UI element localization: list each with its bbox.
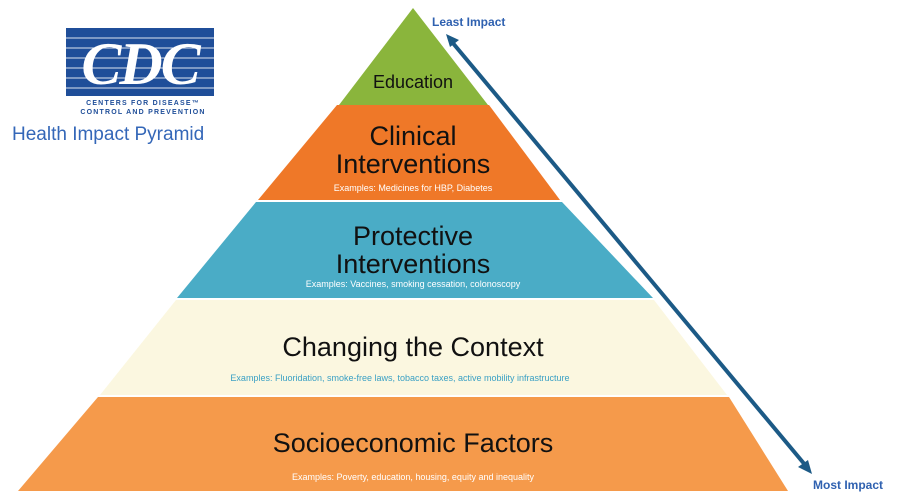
level-socioeconomic-title: Socioeconomic Factors	[272, 428, 554, 458]
level-protective-title: Protective Interventions	[335, 221, 491, 279]
impact-arrow-top-head	[446, 34, 459, 47]
level-protective-example: Examples: Vaccines, smoking cessation, c…	[305, 279, 521, 289]
logo-line-2: CONTROL AND PREVENTION	[80, 109, 206, 116]
level-socioeconomic-example: Examples: Poverty, education, housing, e…	[292, 472, 534, 482]
level-protective-band	[177, 202, 653, 298]
level-context-example: Examples: Fluoridation, smoke-free laws,…	[230, 373, 570, 383]
level-context-band	[100, 300, 727, 395]
most-impact-label: Most Impact	[813, 478, 884, 492]
least-impact-label: Least Impact	[432, 15, 506, 29]
logo-line-1: CENTERS FOR DISEASE™	[86, 100, 200, 107]
level-clinical-band	[258, 105, 560, 200]
level-socioeconomic-band	[18, 397, 788, 491]
svg-text:CDC: CDC	[81, 31, 201, 96]
level-clinical-title: Clinical Interventions	[335, 121, 491, 179]
diagram-subtitle: Health Impact Pyramid	[12, 124, 205, 145]
cdc-logo: CDC	[66, 28, 214, 96]
impact-arrow-bottom-head	[798, 460, 812, 474]
level-education-title: Education	[372, 72, 454, 92]
level-clinical-example: Examples: Medicines for HBP, Diabetes	[333, 183, 493, 193]
impact-arrow-line	[450, 40, 808, 468]
level-context-title: Changing the Context	[282, 332, 544, 362]
level-education-band	[339, 8, 488, 105]
